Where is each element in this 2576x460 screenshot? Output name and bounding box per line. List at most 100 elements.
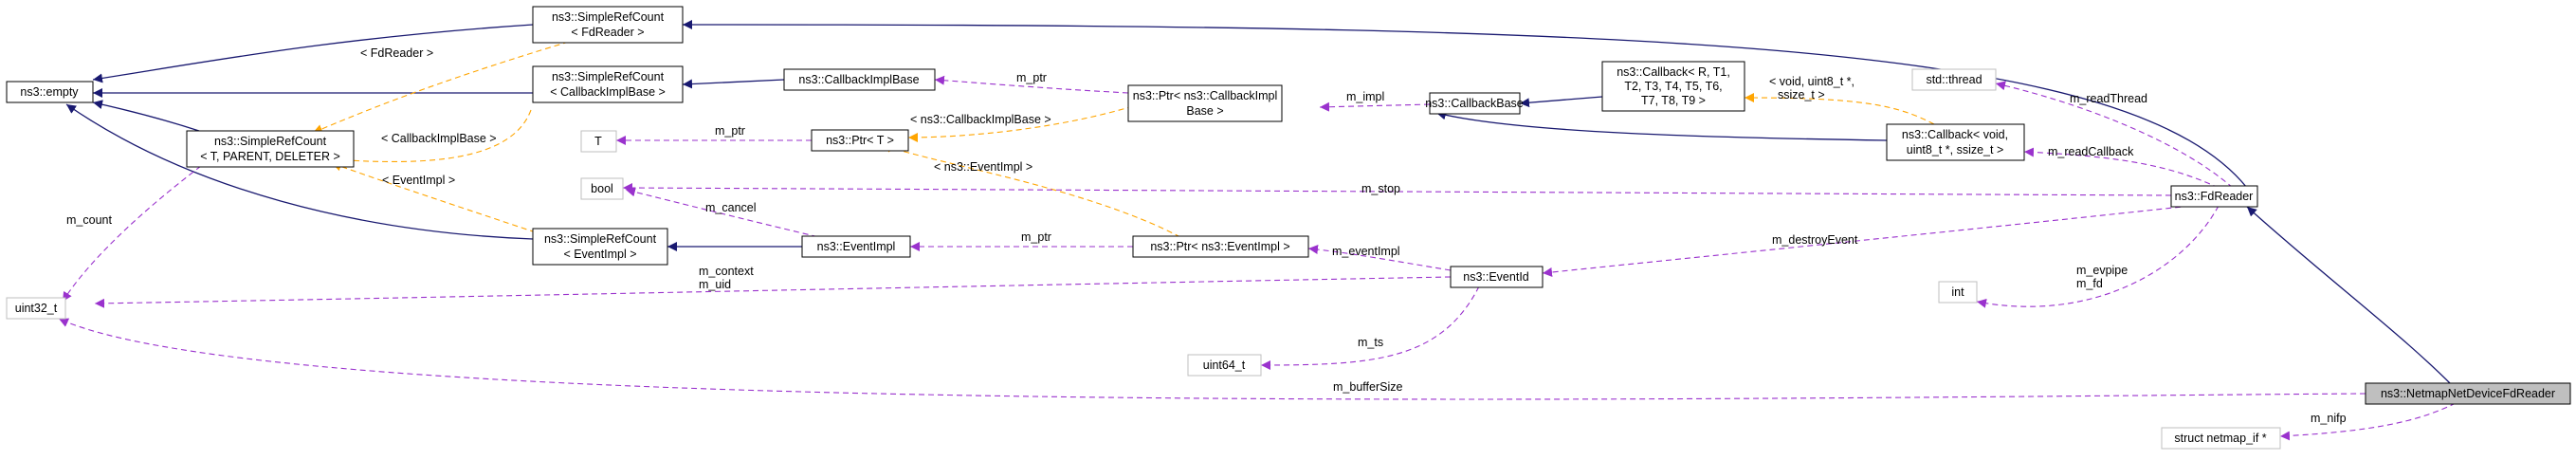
edge-inherit-netmap-fdreader — [2246, 206, 2452, 385]
node-ptr-t-label: ns3::Ptr< T > — [826, 134, 894, 147]
nodes: ns3::empty ns3::SimpleRefCount < FdReade… — [6, 6, 2571, 450]
label-m-cancel: m_cancel — [705, 201, 757, 214]
label-m-ptr-t: m_ptr — [715, 124, 745, 138]
node-type-int-label: int — [1951, 285, 1964, 299]
node-fdreader-label: ns3::FdReader — [2175, 190, 2254, 203]
edge-inherit-callbacktpl-callbackbase — [1519, 96, 1603, 108]
edge-use-m-readcallback — [2023, 147, 2220, 189]
label-m-readcallback: m_readCallback — [2048, 145, 2134, 158]
node-simplerefcount-t-parent-deleter-line1: ns3::SimpleRefCount — [214, 135, 327, 148]
label-m-evpipe-fd: m_evpipe m_fd — [2076, 264, 2131, 290]
edge-use-m-count — [62, 165, 202, 303]
edge-tpl-callbackinst — [1744, 93, 1935, 125]
label-m-evpipe: m_evpipe — [2076, 264, 2128, 277]
node-callbackbase-label: ns3::CallbackBase — [1425, 97, 1524, 110]
node-simplerefcount-callbackimplbase-line1: ns3::SimpleRefCount — [552, 70, 665, 83]
edge-use-m-eventimpl — [1307, 245, 1452, 271]
label-tpl-callback-void-line2: ssize_t > — [1778, 88, 1825, 101]
node-simplerefcount-fdreader-line2: < FdReader > — [571, 26, 644, 39]
edge-inherit-cib-srccib — [682, 79, 785, 89]
node-callback-void-line2: uint8_t *, ssize_t > — [1907, 143, 2004, 156]
edge-use-m-stop — [622, 183, 2172, 196]
node-callback-void-line1: ns3::Callback< void, — [1902, 128, 2008, 141]
node-callback-template[interactable]: ns3::Callback< R, T1, T2, T3, T4, T5, T6… — [1601, 61, 1745, 112]
node-ptr-t[interactable]: ns3::Ptr< T > — [811, 129, 909, 152]
node-ptr-callbackimplbase-line1: ns3::Ptr< ns3::CallbackImpl — [1133, 89, 1278, 102]
label-tpl-ptr-callbackimplbase: < ns3::CallbackImplBase > — [910, 113, 1051, 126]
edge-use-m-ts — [1260, 285, 1480, 370]
edge-use-m-context-uid — [94, 276, 1452, 308]
node-callback-template-line2: T2, T3, T4, T5, T6, — [1624, 80, 1722, 93]
edge-inherit-callbackinst-callbackbase — [1435, 110, 1888, 141]
node-type-netmap-if[interactable]: struct netmap_if * — [2161, 427, 2281, 450]
node-simplerefcount-eventimpl-line1: ns3::SimpleRefCount — [544, 232, 657, 246]
node-type-bool-label: bool — [591, 182, 613, 195]
node-ptr-callbackimplbase[interactable]: ns3::Ptr< ns3::CallbackImpl Base > — [1127, 84, 1283, 122]
label-m-destroyevent: m_destroyEvent — [1772, 233, 1858, 247]
node-simplerefcount-fdreader-line1: ns3::SimpleRefCount — [552, 10, 665, 24]
node-type-uint64[interactable]: uint64_t — [1187, 354, 1262, 377]
node-eventid-label: ns3::EventId — [1463, 270, 1529, 284]
label-tpl-callback-void: < void, uint8_t *, ssize_t > — [1769, 75, 1857, 101]
label-tpl-ptr-eventimpl: < ns3::EventImpl > — [934, 160, 1032, 174]
node-type-t[interactable]: T — [580, 130, 617, 153]
node-ptr-eventimpl-label: ns3::Ptr< ns3::EventImpl > — [1150, 240, 1289, 253]
node-simplerefcount-t-parent-deleter[interactable]: ns3::SimpleRefCount < T, PARENT, DELETER… — [186, 130, 355, 168]
edge-tpl-ptrevent — [881, 143, 1181, 238]
label-m-ptr-ev: m_ptr — [1021, 230, 1051, 244]
node-simplerefcount-t-parent-deleter-line2: < T, PARENT, DELETER > — [200, 150, 340, 163]
label-m-buffersize: m_bufferSize — [1333, 380, 1402, 394]
edge-use-m-destroyevent — [1542, 204, 2201, 277]
edge-use-m-impl — [1319, 101, 1431, 112]
node-callbackimplbase-label: ns3::CallbackImplBase — [798, 73, 919, 86]
node-netmapnetdevicefdreader[interactable]: ns3::NetmapNetDeviceFdReader — [2365, 382, 2571, 405]
label-m-context-uid: m_context m_uid — [699, 265, 757, 291]
edge-tpl-srcfdreader — [312, 41, 570, 134]
node-callbackimplbase[interactable]: ns3::CallbackImplBase — [783, 68, 936, 91]
node-callback-void[interactable]: ns3::Callback< void, uint8_t *, ssize_t … — [1886, 123, 2025, 161]
edge-inherit-srcfdreader-empty — [92, 24, 534, 83]
node-fdreader[interactable]: ns3::FdReader — [2170, 185, 2258, 208]
node-eventimpl[interactable]: ns3::EventImpl — [801, 235, 911, 258]
node-type-uint64-label: uint64_t — [1203, 359, 1246, 372]
node-eventimpl-label: ns3::EventImpl — [817, 240, 896, 253]
node-callbackbase[interactable]: ns3::CallbackBase — [1425, 92, 1524, 115]
edge-inherit-fdreader-srcfdreader — [682, 19, 2248, 189]
node-callback-template-line1: ns3::Callback< R, T1, — [1617, 65, 1730, 79]
label-tpl-fdreader: < FdReader > — [360, 46, 433, 60]
node-type-int[interactable]: int — [1938, 281, 1978, 304]
node-type-uint32-label: uint32_t — [15, 302, 58, 315]
node-ns3-empty[interactable]: ns3::empty — [6, 81, 94, 103]
label-m-context: m_context — [699, 265, 754, 278]
label-m-nifp: m_nifp — [2311, 412, 2347, 425]
label-tpl-callback-void-line1: < void, uint8_t *, — [1769, 75, 1854, 88]
label-m-count: m_count — [66, 213, 112, 227]
edge-labels: < FdReader > < CallbackImplBase > < Even… — [66, 46, 2347, 425]
node-netmapnetdevicefdreader-label: ns3::NetmapNetDeviceFdReader — [2381, 387, 2555, 400]
node-simplerefcount-callbackimplbase-line2: < CallbackImplBase > — [550, 85, 666, 99]
node-type-bool[interactable]: bool — [580, 177, 624, 200]
label-m-ptr-cib: m_ptr — [1016, 71, 1047, 84]
node-type-t-label: T — [594, 135, 602, 148]
edge-tpl-srcevent — [331, 161, 537, 233]
edge-use-m-buffersize — [58, 318, 2366, 400]
label-m-eventimpl: m_eventImpl — [1332, 245, 1400, 258]
edge-use-m-cancel — [625, 187, 828, 240]
node-simplerefcount-eventimpl[interactable]: ns3::SimpleRefCount < EventImpl > — [532, 228, 668, 266]
label-m-impl: m_impl — [1346, 90, 1384, 103]
node-type-std-thread-label: std::thread — [1926, 73, 1982, 86]
node-callback-template-line3: T7, T8, T9 > — [1641, 94, 1706, 107]
node-type-uint32[interactable]: uint32_t — [6, 297, 66, 320]
label-tpl-callbackimplbase: < CallbackImplBase > — [381, 132, 497, 145]
node-simplerefcount-callbackimplbase[interactable]: ns3::SimpleRefCount < CallbackImplBase > — [532, 65, 684, 103]
node-type-std-thread[interactable]: std::thread — [1911, 68, 1997, 91]
node-eventid[interactable]: ns3::EventId — [1450, 266, 1544, 288]
node-ptr-eventimpl[interactable]: ns3::Ptr< ns3::EventImpl > — [1132, 235, 1309, 258]
node-simplerefcount-fdreader[interactable]: ns3::SimpleRefCount < FdReader > — [532, 6, 684, 44]
edge-use-m-ptr-cib — [934, 75, 1129, 94]
label-m-fd: m_fd — [2076, 277, 2103, 290]
label-m-uid: m_uid — [699, 278, 731, 291]
label-m-readthread: m_readThread — [2070, 92, 2147, 105]
node-type-netmap-if-label: struct netmap_if * — [2174, 432, 2266, 445]
